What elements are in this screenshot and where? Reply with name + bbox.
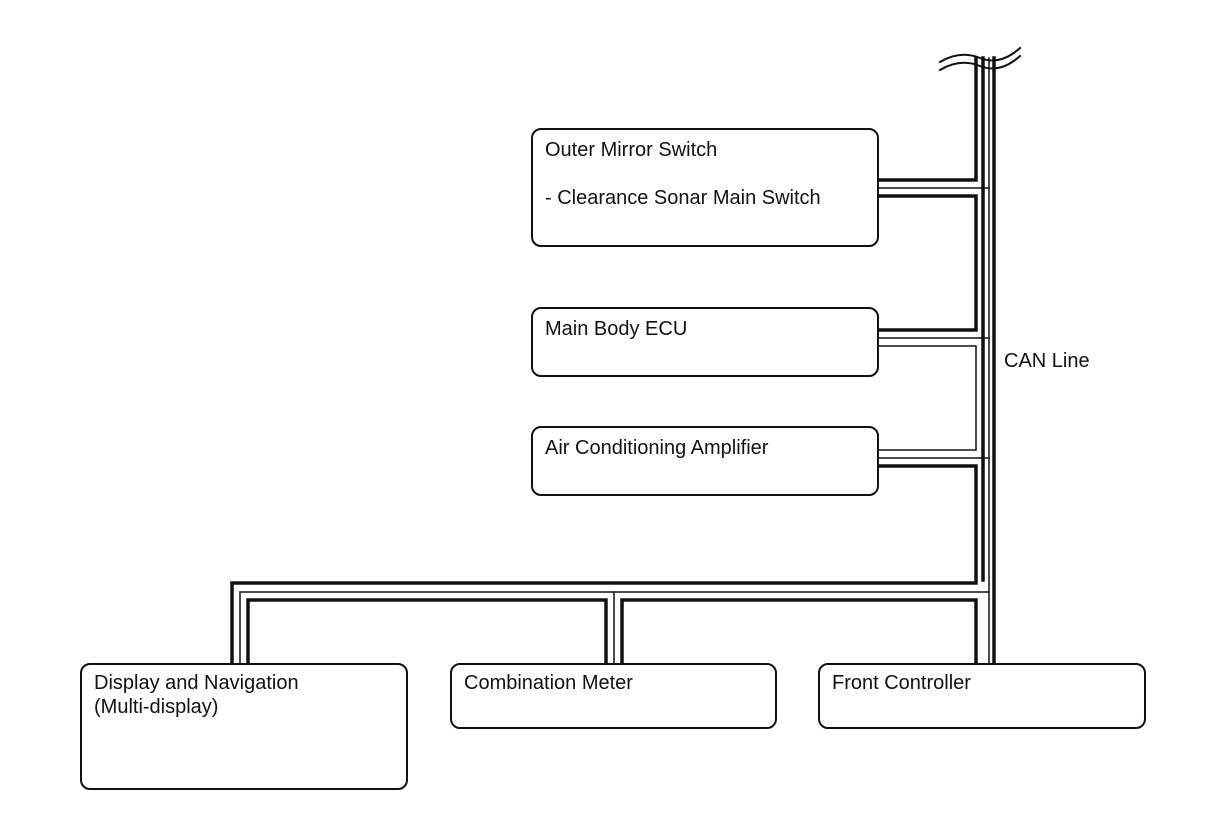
combination-meter-title: Combination Meter <box>464 672 633 694</box>
display-navigation-box: Display and Navigation (Multi-display) <box>80 663 408 790</box>
main-body-ecu-box: Main Body ECU <box>531 307 879 377</box>
multi-display-label: (Multi-display) <box>94 696 219 718</box>
front-controller-box: Front Controller <box>818 663 1146 729</box>
combination-meter-box: Combination Meter <box>450 663 777 729</box>
outer-mirror-switch-title: Outer Mirror Switch <box>545 139 718 161</box>
main-body-ecu-title: Main Body ECU <box>545 318 688 340</box>
outer-mirror-switch-box: Outer Mirror Switch - Clearance Sonar Ma… <box>531 128 879 247</box>
bus-break-mark <box>938 46 1022 64</box>
branch-ac-amplifier <box>877 457 990 582</box>
display-navigation-title: Display and Navigation <box>94 672 299 694</box>
can-line-label: CAN Line <box>1004 350 1090 372</box>
bottom-bus <box>230 581 990 665</box>
can-trunk <box>981 56 996 665</box>
branch-main-body-ecu <box>878 337 990 451</box>
front-controller-title: Front Controller <box>832 672 971 694</box>
branch-outer-mirror <box>877 56 990 332</box>
ac-amplifier-box: Air Conditioning Amplifier <box>531 426 879 496</box>
ac-amplifier-title: Air Conditioning Amplifier <box>545 437 769 459</box>
clearance-sonar-switch-label: - Clearance Sonar Main Switch <box>545 187 821 209</box>
